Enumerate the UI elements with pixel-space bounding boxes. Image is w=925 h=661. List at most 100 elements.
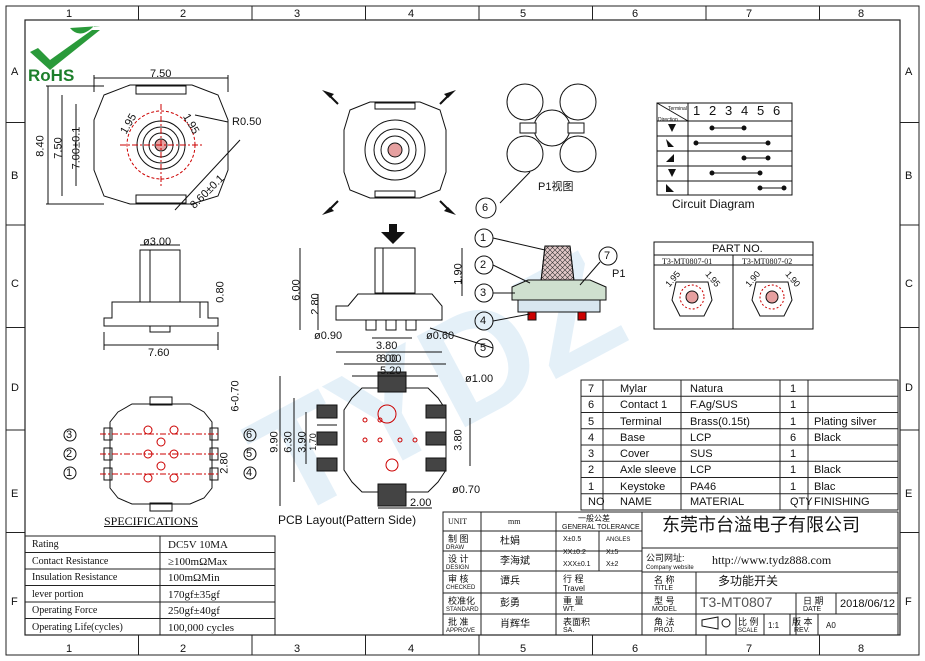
date-value: 2018/06/12 — [840, 598, 896, 610]
bottom-pin-4: 4 — [246, 467, 253, 479]
grid-row-label: C — [905, 278, 913, 290]
p1-marker: P1 — [612, 268, 626, 280]
bottom-pin-2: 2 — [66, 448, 73, 460]
proj-label-en: PROJ. — [654, 627, 675, 634]
grid-col-label: 3 — [294, 643, 301, 655]
spec-value: 100,000 cycles — [168, 621, 234, 634]
grid-col-label: 8 — [858, 8, 865, 20]
dim-side2-hole: ø0.90 — [314, 330, 343, 342]
bom-header-name: NAME — [620, 495, 652, 508]
grid-row-label: D — [11, 382, 19, 394]
callout-4: 4 — [480, 315, 487, 327]
grid-col-label: 7 — [746, 643, 753, 655]
pcb-dim-pad-width: 2.00 — [410, 497, 432, 509]
circuit-terminal-3: 3 — [725, 103, 733, 118]
pcb-layout — [279, 363, 471, 509]
pcb-dim-pad: 1.70 — [307, 433, 318, 451]
projection-symbol-icon — [701, 616, 731, 630]
circuit-caption: Circuit Diagram — [672, 197, 755, 211]
pcb-dim-inner: 5.20 — [380, 365, 402, 377]
bottom-pin-1: 1 — [66, 467, 73, 479]
callout-6: 6 — [482, 202, 489, 214]
pcb-dim-right: 3.80 — [452, 429, 465, 451]
part-no-title: PART NO. — [712, 243, 763, 255]
top-view — [46, 75, 241, 211]
tolerance-title-cn: 一般公差 — [578, 514, 610, 523]
grid-row-label: B — [11, 170, 19, 182]
scale-label-cn: 比 例 — [738, 617, 759, 627]
bom-cell-name: Terminal — [620, 415, 662, 428]
rohs-logo: RoHS — [28, 66, 75, 85]
bom-cell-finish: Black — [814, 464, 841, 477]
pcb-dim-big-hole: ø1.00 — [465, 373, 494, 385]
direction-arrows — [322, 90, 456, 244]
specifications-caption: SPECIFICATIONS — [104, 514, 199, 528]
circuit-terminal-5: 5 — [757, 103, 765, 118]
bom-cell-qty: 6 — [790, 431, 797, 444]
callout-2: 2 — [480, 259, 487, 271]
signature-name: 谭兵 — [500, 576, 520, 587]
tolerance-2a: XX±0.2 — [563, 549, 586, 556]
bom-cell-finish: Blac — [814, 480, 836, 493]
side-view-2 — [299, 247, 463, 353]
signature-name: 彭勇 — [500, 598, 520, 609]
callout-3: 3 — [480, 287, 487, 299]
tolerance-title-en: GENERAL TOLERANCE — [562, 524, 640, 531]
dim-bottom-pins: 6-0.70 — [229, 380, 242, 412]
bom-cell-material: LCP — [690, 431, 712, 444]
title-value: 多功能开关 — [718, 574, 779, 588]
bom-cell-name: Cover — [620, 448, 650, 460]
title-label-en: TITLE — [654, 585, 674, 592]
bom-cell-qty: 1 — [790, 415, 797, 428]
surface-en: SA. — [563, 627, 575, 634]
grid-col-label: 4 — [408, 8, 415, 20]
bottom-pin-6: 6 — [246, 429, 253, 441]
signature-name: 李海斌 — [500, 556, 530, 567]
bom-cell-qty: 1 — [790, 480, 797, 493]
dim-top-body: 7.00±0.1 — [70, 126, 83, 170]
bom-cell-no: 6 — [588, 399, 595, 412]
bom-cell-finish: Black — [814, 431, 841, 444]
bom-cell-finish: Plating silver — [814, 415, 877, 428]
pcb-dim-small-hole: ø0.70 — [452, 484, 481, 496]
signature-cn: 校准化 — [448, 596, 476, 606]
pcb-dim-height: 9.90 — [268, 431, 281, 453]
bom-cell-material: PA46 — [690, 480, 717, 493]
bom-cell-qty: 1 — [790, 399, 797, 412]
tolerance-1a: X±0.5 — [563, 536, 582, 543]
tolerance-1b: ANGLES — [606, 537, 631, 543]
unit-value: mm — [508, 517, 521, 526]
bom-cell-no: 5 — [588, 415, 595, 428]
circuit-terminal-2: 2 — [709, 103, 717, 118]
scale-label-en: SCALE — [738, 628, 758, 634]
travel-en: Travel — [563, 584, 585, 593]
circuit-terminal-1: 1 — [693, 103, 701, 118]
signature-cn: 制 图 — [448, 534, 469, 544]
bom-cell-qty: 1 — [790, 383, 797, 395]
circuit-connections — [693, 125, 787, 191]
bottom-pin-5: 5 — [246, 448, 253, 460]
bom-cell-no: 2 — [588, 464, 595, 477]
website-label-cn: 公司网址: — [646, 553, 685, 563]
model-label-cn: 型 号 — [654, 596, 675, 606]
title-block-grid — [442, 511, 899, 636]
dim-side-width: 7.60 — [148, 347, 170, 359]
dim-side2-width: 8.00 — [376, 353, 398, 365]
spec-value: ≥100mΩMax — [168, 555, 228, 568]
p1-view-label: P1视图 — [538, 181, 574, 193]
grid-row-label: A — [905, 66, 913, 78]
grid-col-label: 3 — [294, 8, 301, 20]
dim-top-radius: R0.50 — [232, 116, 262, 128]
pcb-dim-outer: 8.00 — [380, 353, 402, 365]
part-no-code-2: T3-MT0807-02 — [742, 257, 793, 266]
dim-side2-pin: ø0.60 — [426, 330, 455, 342]
company-name: 东莞市台溢电子有限公司 — [662, 515, 860, 535]
circuit-terminal-4: 4 — [741, 103, 749, 118]
circuit-terminal-6: 6 — [773, 103, 781, 118]
bom-cell-name: Axle sleeve — [620, 464, 677, 477]
dim-top-inner: 7.50 — [52, 137, 65, 159]
weight-en: WT. — [563, 606, 576, 613]
spec-label: Operating Force — [32, 605, 98, 616]
